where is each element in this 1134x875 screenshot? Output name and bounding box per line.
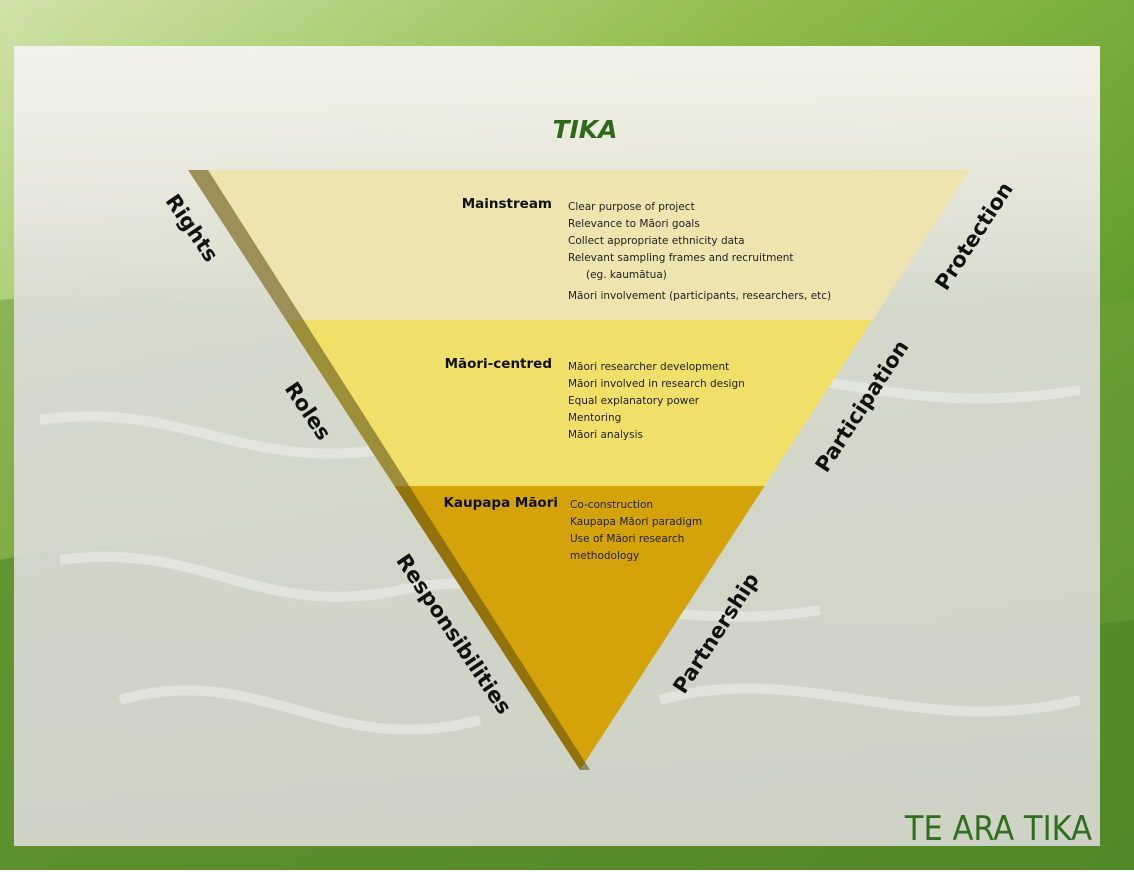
tier-item: Māori analysis bbox=[568, 429, 643, 441]
tier-item: Collect appropriate ethnicity data bbox=[568, 235, 745, 247]
tier-item: (eg. kaumātua) bbox=[586, 269, 667, 281]
tier-item: Māori involvement (participants, researc… bbox=[568, 290, 831, 302]
tier-label-mainstream: Mainstream bbox=[462, 196, 552, 212]
tier-item: Relevant sampling frames and recruitment bbox=[568, 252, 794, 264]
tier-item: Equal explanatory power bbox=[568, 395, 700, 407]
brand-logo-text: TE ARA TIKA bbox=[904, 809, 1092, 849]
tier-item: Clear purpose of project bbox=[568, 201, 695, 213]
tier-item: Māori researcher development bbox=[568, 361, 729, 373]
tier-item: methodology bbox=[570, 550, 639, 562]
tier-label-kaupapa-maori: Kaupapa Māori bbox=[443, 495, 558, 511]
tier-label-maori-centred: Māori-centred bbox=[445, 356, 552, 372]
tier-item: Mentoring bbox=[568, 412, 621, 424]
diagram-title: TIKA bbox=[552, 115, 617, 144]
tier-item: Co-construction bbox=[570, 499, 653, 511]
tier-item: Kaupapa Māori paradigm bbox=[570, 516, 702, 528]
tier-item: Relevance to Māori goals bbox=[568, 218, 700, 230]
tier-item: Māori involved in research design bbox=[568, 378, 745, 390]
tier-item: Use of Māori research bbox=[570, 533, 684, 545]
tier-band-mainstream bbox=[188, 170, 970, 320]
triangle-edge-shadow bbox=[188, 170, 590, 770]
